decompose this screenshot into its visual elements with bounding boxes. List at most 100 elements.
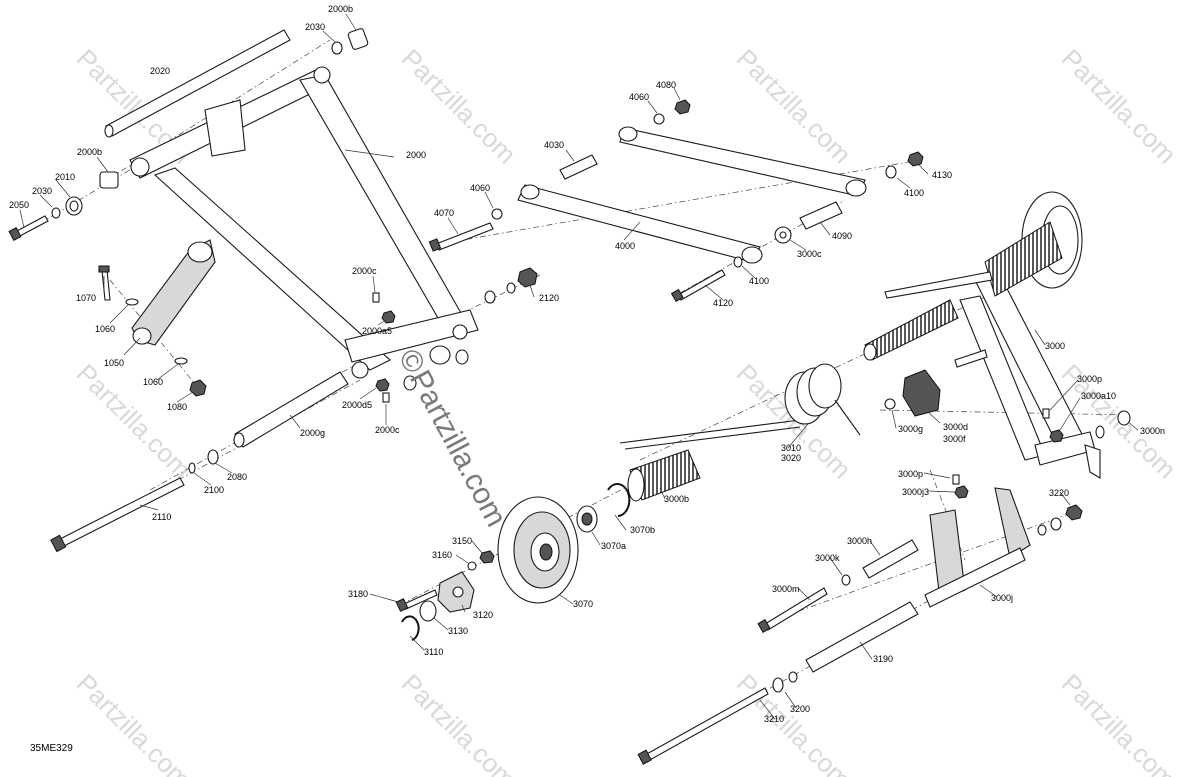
part-3000j-rear-bracket: [924, 487, 1031, 608]
part-label[interactable]: 2010: [55, 172, 75, 182]
part-4100-washer-right: [885, 165, 897, 179]
part-label[interactable]: 3220: [1049, 488, 1069, 498]
part-3010-torsion-spring: [619, 363, 861, 450]
watermark-text: Partzilla.com: [1056, 43, 1182, 169]
part-3130-washer: [419, 600, 437, 622]
part-4000-upper-link: [618, 126, 867, 197]
part-label[interactable]: 4080: [656, 80, 676, 90]
part-4030-spacer: [559, 154, 598, 180]
part-label[interactable]: 1060: [143, 377, 163, 387]
part-label[interactable]: 4100: [749, 276, 769, 286]
part-label[interactable]: 3000f: [943, 434, 966, 444]
watermark-text: Partzilla.com: [1056, 668, 1182, 777]
part-3000d-block: [902, 369, 941, 417]
part-3000g-washer: [884, 398, 896, 410]
part-4130-nut: [907, 151, 924, 167]
part-label[interactable]: 3150: [452, 536, 472, 546]
part-label[interactable]: 4100: [904, 188, 924, 198]
part-label[interactable]: 3000p: [1077, 374, 1102, 384]
part-label[interactable]: 2120: [539, 293, 559, 303]
part-label[interactable]: 4060: [629, 92, 649, 102]
part-label[interactable]: 3160: [432, 550, 452, 560]
part-label[interactable]: 1070: [76, 293, 96, 303]
part-label[interactable]: 3200: [790, 704, 810, 714]
part-label[interactable]: 3000p: [898, 469, 923, 479]
part-label[interactable]: 2030: [32, 186, 52, 196]
part-2050-bolt: [8, 215, 49, 241]
part-label[interactable]: 3000g: [898, 424, 923, 434]
part-label[interactable]: 2020: [150, 66, 170, 76]
part-3190-tube: [805, 601, 919, 673]
part-label[interactable]: 3000c: [797, 249, 822, 259]
part-4090-spacer: [799, 201, 843, 230]
part-3160-washer: [467, 561, 477, 571]
part-label[interactable]: 2000d5: [342, 400, 372, 410]
part-label[interactable]: 2000b: [328, 4, 353, 14]
part-label[interactable]: 3000d: [943, 422, 968, 432]
part-label[interactable]: 4070: [434, 208, 454, 218]
part-4060-washer-top: [653, 113, 665, 125]
part-label[interactable]: 2030: [305, 22, 325, 32]
part-label[interactable]: 4000: [615, 241, 635, 251]
part-label[interactable]: 3130: [448, 626, 468, 636]
part-3000n-washers: [1095, 410, 1131, 439]
part-label[interactable]: 2080: [227, 472, 247, 482]
part-label[interactable]: 3210: [764, 714, 784, 724]
part-label[interactable]: 3190: [873, 654, 893, 664]
part-label[interactable]: 4130: [932, 170, 952, 180]
part-3000b-sleeve: [627, 449, 701, 502]
part-3000m-bolt: [757, 587, 828, 634]
part-label[interactable]: 2110: [152, 512, 171, 522]
part-label[interactable]: 3000: [1045, 341, 1065, 351]
part-label[interactable]: 3000h: [847, 536, 872, 546]
part-label[interactable]: 4060: [470, 183, 490, 193]
part-label[interactable]: 2000a5: [362, 326, 392, 336]
part-label[interactable]: 2000c: [352, 266, 377, 276]
part-3000p-fitting-right: [1042, 408, 1050, 419]
part-1050-link-arm: [131, 239, 216, 346]
part-2020-shaft: [104, 29, 291, 138]
part-label[interactable]: 2100: [204, 485, 224, 495]
part-3070a-bearing: [576, 505, 598, 533]
part-label[interactable]: 4030: [544, 140, 564, 150]
part-label[interactable]: 3020: [781, 453, 801, 463]
part-label[interactable]: 1080: [167, 402, 187, 412]
part-label[interactable]: 3070b: [630, 525, 655, 535]
part-4070-bolt: [428, 222, 494, 252]
part-label[interactable]: 2000g: [300, 428, 325, 438]
part-label[interactable]: 2050: [9, 200, 29, 210]
part-label[interactable]: 1050: [104, 358, 124, 368]
part-label[interactable]: 3000j: [991, 593, 1013, 603]
part-2120-hardware: [484, 267, 538, 304]
part-3110-circlip: [401, 615, 420, 641]
part-label[interactable]: 3010: [781, 443, 801, 453]
part-label[interactable]: 3000a10: [1081, 391, 1116, 401]
part-label[interactable]: 3000n: [1140, 426, 1165, 436]
part-label[interactable]: 3070: [573, 599, 593, 609]
part-label[interactable]: 3000k: [815, 553, 840, 563]
part-label[interactable]: 2000b: [77, 147, 102, 157]
part-1060-washer-a: [125, 298, 139, 306]
watermark-text: Partzilla.com: [731, 43, 857, 169]
part-label[interactable]: 3000j3: [902, 487, 929, 497]
watermark-text: Partzilla.com: [71, 358, 197, 484]
part-label[interactable]: 3070a: [601, 541, 626, 551]
part-label[interactable]: 3110: [424, 647, 443, 657]
part-label[interactable]: 2000: [406, 150, 426, 160]
watermark-text: Partzilla.com: [396, 668, 522, 777]
part-label[interactable]: 4090: [832, 231, 852, 241]
part-label[interactable]: 3120: [473, 610, 493, 620]
part-label[interactable]: 3180: [348, 589, 368, 599]
part-label[interactable]: 2000c: [375, 425, 400, 435]
part-shock-absorber: [863, 191, 1083, 368]
part-2000a5-nut: [381, 310, 396, 324]
part-4060-washer-mid: [491, 208, 503, 220]
part-label[interactable]: 4120: [713, 298, 733, 308]
part-3210-bolt: [637, 687, 769, 765]
part-2000b-bushing-left: [99, 171, 119, 189]
part-2000c-fitting-a: [372, 292, 380, 303]
part-label[interactable]: 3000m: [772, 584, 800, 594]
part-label[interactable]: 1060: [95, 324, 115, 334]
part-4080-nut: [674, 99, 691, 115]
part-label[interactable]: 3000b: [664, 494, 689, 504]
